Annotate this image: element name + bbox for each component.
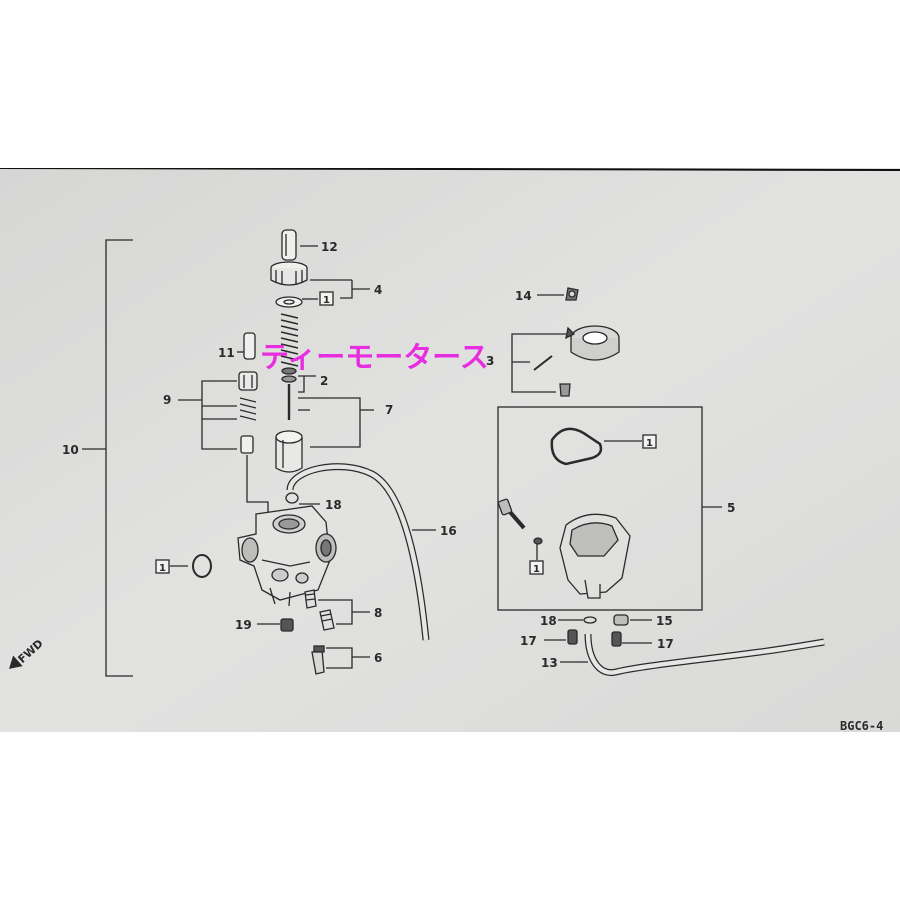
connector-9-body [246,455,269,516]
box-label-1-b-text: 1 [159,563,166,574]
label-19: 19 [235,618,252,632]
part-14-clip [565,287,579,301]
label-16: 16 [440,524,457,538]
part-19-screw [280,618,294,632]
label-15: 15 [656,614,673,628]
part-15-fitting [613,614,629,626]
label-18-lower: 18 [540,614,557,628]
box-5 [497,406,703,611]
part-throttle-valve [275,430,303,473]
part-small-oring [533,537,543,545]
label-17-left: 17 [520,634,537,648]
part-17-clip-left [567,629,578,645]
assembly-bracket [105,239,133,677]
part-3-pin [533,355,553,371]
part-drain-screw [497,498,526,530]
drawing-code: BGC6-4 [840,719,883,732]
parts-diagram: 10 12 4 1 2 [0,168,900,732]
bracket-6 [326,647,353,669]
part-8-screws [304,589,335,631]
part-body-oring [192,554,212,578]
part-18-oring-lower [583,616,597,624]
leader-4b [340,280,353,299]
bracket-3 [511,333,566,393]
box-label-1-d-text: 1 [533,564,540,575]
label-2: 2 [320,374,328,388]
label-4: 4 [374,283,382,297]
box-label-1-a [319,291,334,306]
part-washer [275,296,303,308]
paper-sheet [0,168,900,732]
part-float-bowl [559,513,631,599]
bracket-7 [298,397,361,448]
part-11-screw [243,332,256,360]
part-spring [280,313,299,367]
part-3-screw [559,383,571,397]
box-label-1-c-text: 1 [646,438,653,449]
part-2-clip [281,367,297,375]
part-9-fitting [238,371,258,454]
label-9: 9 [163,393,171,407]
label-12: 12 [321,240,338,254]
label-17-right: 17 [657,637,674,651]
label-8: 8 [374,606,382,620]
part-3-float-chamber-cover [565,325,620,361]
label-5: 5 [727,501,735,515]
part-6-screw [311,645,325,675]
label-7: 7 [385,403,393,417]
bracket-9 [201,380,237,450]
watermark-text: ティーモータース [260,340,489,374]
label-13: 13 [541,656,558,670]
label-18-upper: 18 [325,498,342,512]
part-4-cap [270,261,308,286]
label-10: 10 [62,443,79,457]
part-carburetor-body [237,505,337,607]
box-label-1-a-text: 1 [323,295,330,306]
box-label-1-c [642,434,657,449]
part-12-pipe [281,229,297,261]
box-label-1-b [155,559,170,574]
box-label-1-d [529,560,544,575]
paper-top-edge [0,168,900,171]
label-14: 14 [515,289,532,303]
label-6: 6 [374,651,382,665]
part-17-clip-right [611,631,622,647]
part-gasket [550,427,603,466]
label-11: 11 [218,346,235,360]
part-18-oring-upper [285,492,299,504]
label-3: 3 [486,354,494,368]
